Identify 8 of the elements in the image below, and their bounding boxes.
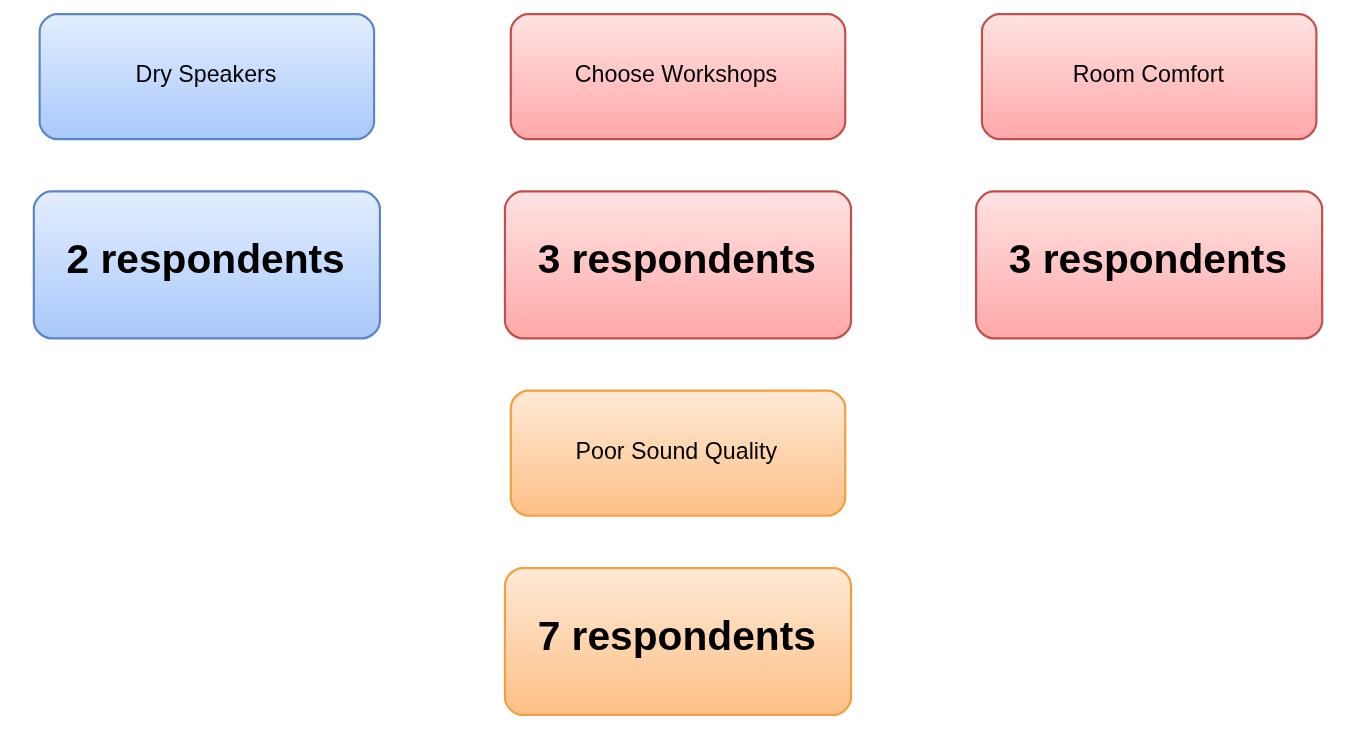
node-box: Room Comfort — [980, 12, 1317, 141]
node-box: Poor Sound Quality — [509, 389, 846, 517]
node-box: 3 respondents — [974, 190, 1323, 340]
node-box: Dry Speakers — [38, 12, 375, 141]
node-box: 2 respondents — [32, 190, 381, 340]
node-box: 7 respondents — [503, 567, 852, 717]
node-box: Choose Workshops — [509, 12, 846, 141]
node-box: 3 respondents — [503, 190, 852, 340]
